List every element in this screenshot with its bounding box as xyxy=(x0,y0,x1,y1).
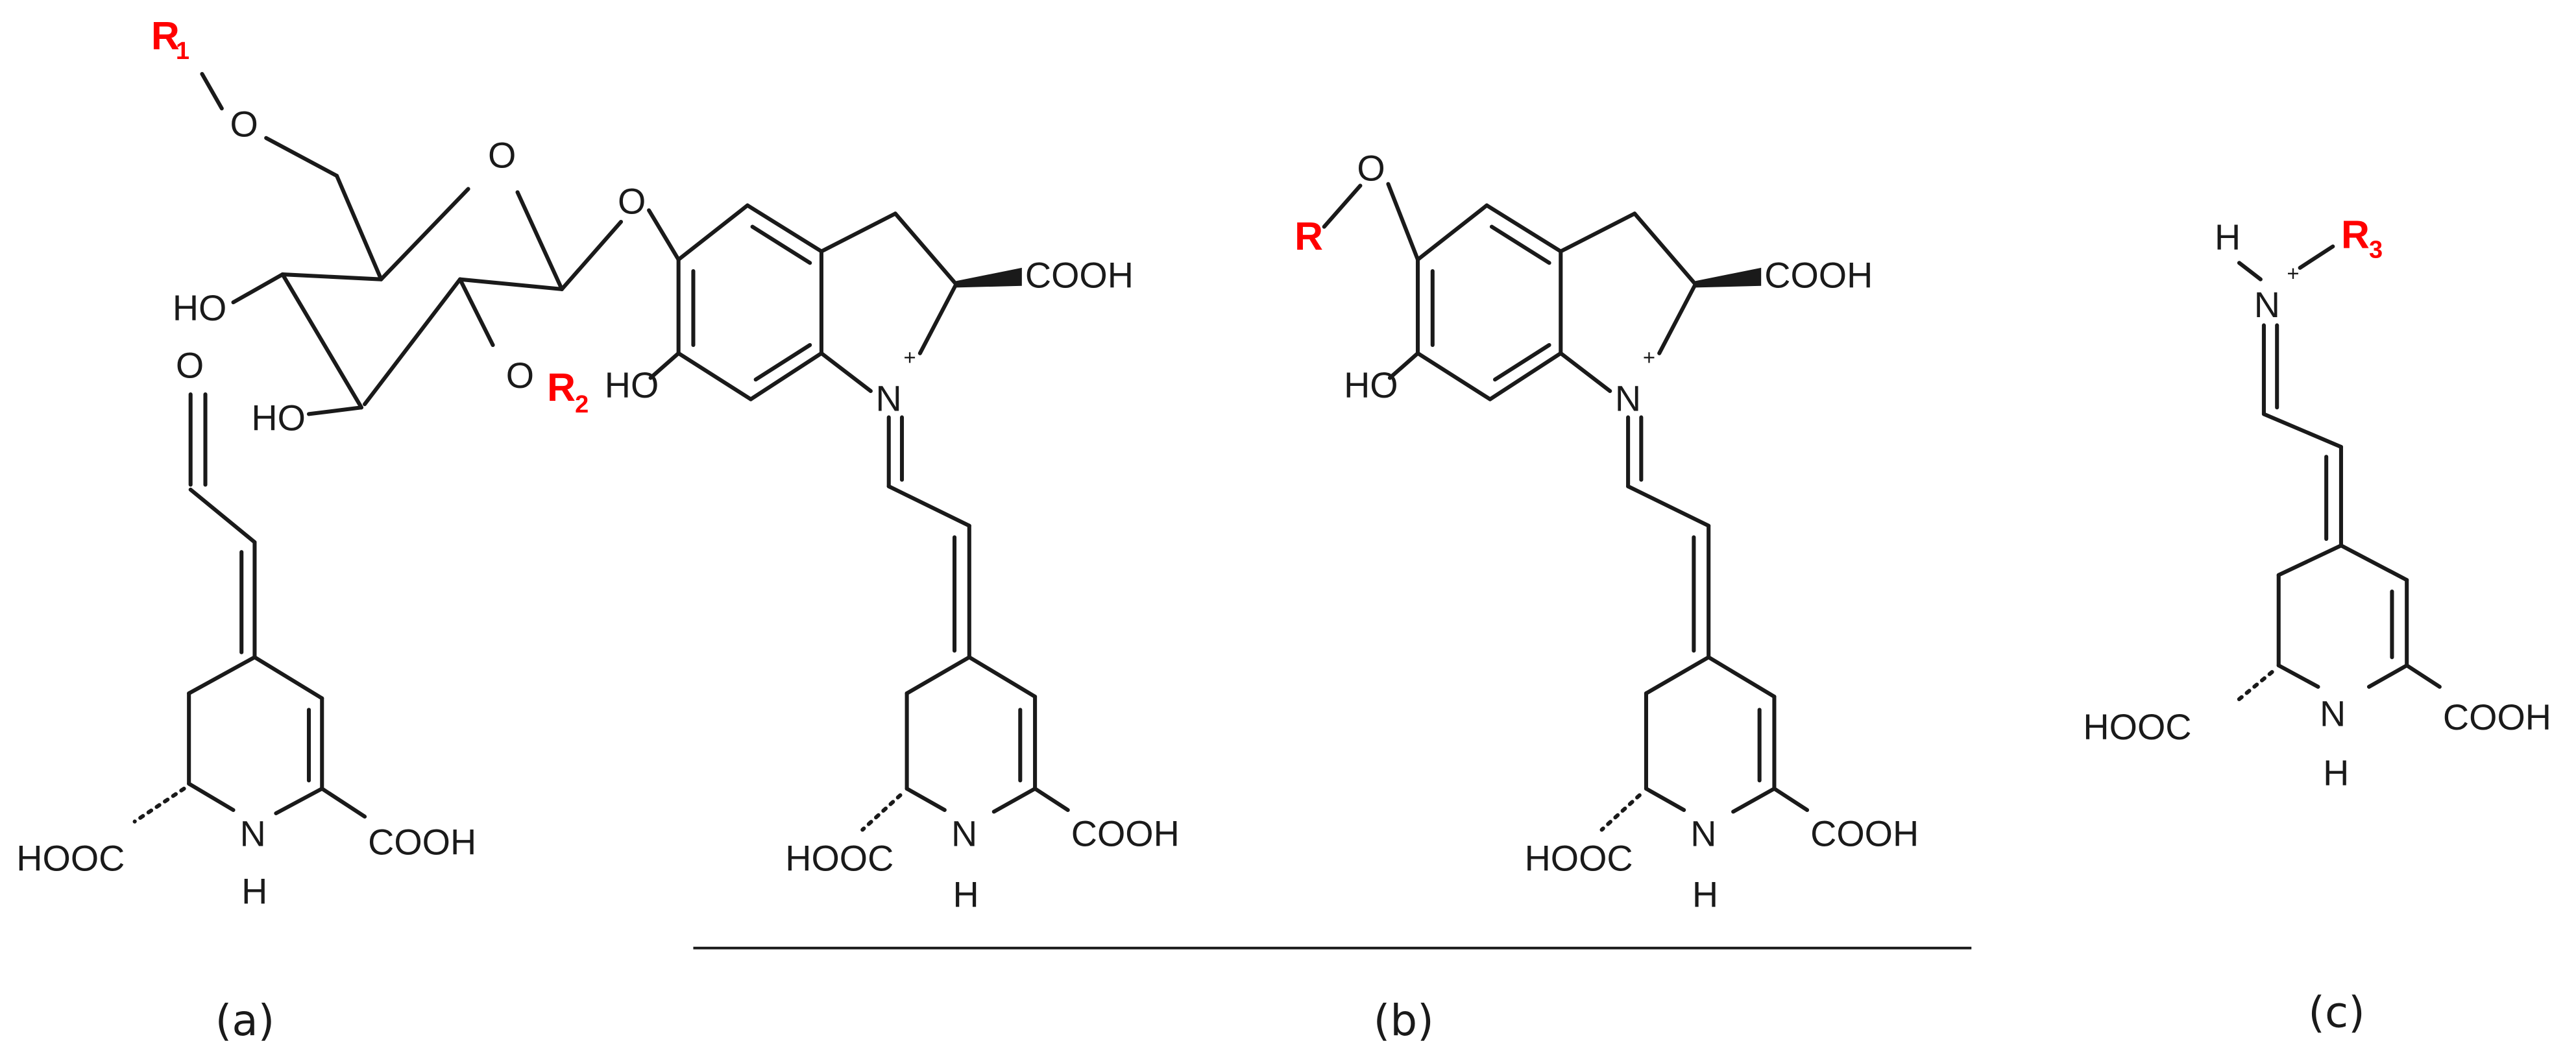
panel-a-betalamic-acid: O HOOC N H COOH xyxy=(16,346,476,912)
svg-text:COOH: COOH xyxy=(1025,255,1134,295)
svg-text:HOOC: HOOC xyxy=(785,839,893,879)
svg-text:N: N xyxy=(2254,285,2280,325)
svg-text:O: O xyxy=(618,181,646,221)
svg-text:H: H xyxy=(2215,217,2241,257)
svg-text:COOH: COOH xyxy=(1810,814,1919,854)
caption-c: (c) xyxy=(2308,987,2365,1037)
svg-text:HO: HO xyxy=(605,365,659,405)
svg-text:1: 1 xyxy=(176,38,189,65)
atom-o: O xyxy=(230,104,258,144)
svg-text:COOH: COOH xyxy=(1071,814,1180,854)
svg-text:HOOC: HOOC xyxy=(1525,839,1633,879)
substituent-r1: R xyxy=(151,14,180,58)
svg-text:H: H xyxy=(953,874,978,914)
svg-text:N: N xyxy=(2320,694,2346,734)
atom-hooc: HOOC xyxy=(16,839,125,879)
svg-text:HO: HO xyxy=(1344,365,1398,405)
svg-text:H: H xyxy=(1692,874,1718,914)
svg-text:COOH: COOH xyxy=(1764,255,1873,295)
atom-n: N xyxy=(240,814,266,854)
svg-text:N: N xyxy=(1690,814,1716,854)
svg-text:N: N xyxy=(951,814,977,854)
svg-text:O: O xyxy=(488,135,516,175)
svg-text:HO: HO xyxy=(251,398,306,438)
svg-text:H: H xyxy=(2323,753,2349,793)
caption-b: (b) xyxy=(1374,996,1434,1045)
atom-cooh: COOH xyxy=(368,822,476,862)
svg-text:+: + xyxy=(2287,261,2299,285)
atom-o: O xyxy=(176,346,204,386)
svg-text:2: 2 xyxy=(575,391,589,418)
svg-text:N: N xyxy=(1615,378,1641,418)
svg-text:HOOC: HOOC xyxy=(2083,707,2191,747)
caption-a: (a) xyxy=(215,996,275,1045)
atom-h: H xyxy=(241,871,267,911)
svg-text:O: O xyxy=(506,355,534,396)
svg-text:HO: HO xyxy=(173,288,227,328)
svg-text:3: 3 xyxy=(2369,237,2383,264)
svg-text:+: + xyxy=(904,345,916,369)
substituent-r3: R xyxy=(2341,213,2370,257)
svg-text:+: + xyxy=(1643,345,1655,369)
svg-text:O: O xyxy=(1357,149,1385,189)
svg-text:COOH: COOH xyxy=(2443,697,2551,737)
substituent-r2: R xyxy=(547,365,576,409)
substituent-r: R xyxy=(1294,214,1323,258)
panel-b-aglycone-structure: R O HO COOH N + HOOC xyxy=(1294,149,1919,915)
panel-c-betaxanthin: H N + R 3 HOOC N H COOH xyxy=(2083,213,2551,793)
svg-text:N: N xyxy=(875,378,901,418)
panel-b-glycoside-structure: R 1 O O O R 2 HO HO O HO xyxy=(151,14,1180,914)
